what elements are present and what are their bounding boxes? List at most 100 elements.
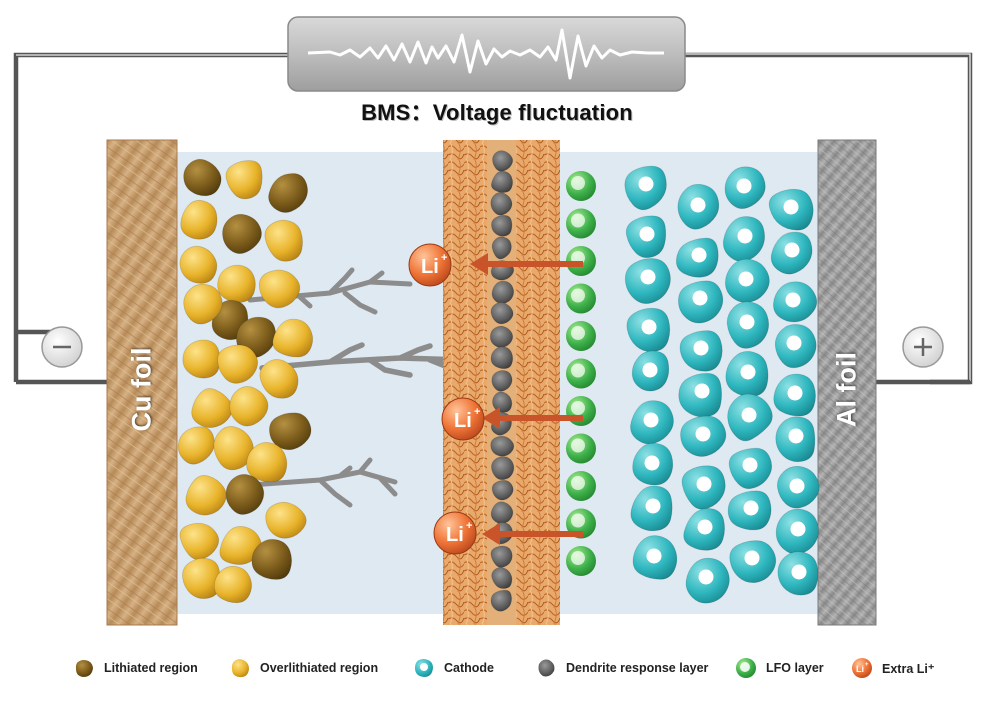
cathode-particle-core	[691, 247, 707, 263]
response-particle	[491, 236, 512, 260]
cathode-particle-core	[738, 271, 754, 287]
lfo-particle-highlight	[571, 438, 585, 453]
legend-item-dendrite-response: Dendrite response layer	[534, 652, 708, 684]
li-ion-2-label: Li	[454, 410, 472, 432]
li-ion-2-charge: +	[474, 406, 480, 418]
cathode-particle-core	[692, 290, 708, 306]
cathode-particle-group	[624, 165, 820, 604]
legend-label-extra-li: Extra Li⁺	[882, 661, 935, 676]
overlithiated-particle	[180, 199, 218, 240]
cathode-particle-core	[697, 519, 713, 535]
diagram-title: BMS：Voltage fluctuation	[361, 100, 633, 125]
cathode-particle-core	[791, 564, 807, 580]
legend-item-extra-li: Li+ Extra Li⁺	[850, 652, 934, 684]
cathode-particle-core	[737, 228, 753, 244]
overlithiated-particle	[265, 501, 307, 539]
li-arrowhead-3	[482, 523, 500, 545]
legend-item-lithiated: Lithiated region	[72, 652, 198, 684]
voltage-waveform	[307, 28, 664, 80]
legend-label-overlithiated: Overlithiated region	[260, 661, 379, 675]
cathode-particle-core	[640, 269, 656, 285]
li-ion-1: Li +	[408, 243, 452, 287]
cathode-particle-core	[785, 292, 801, 308]
cathode-particle-icon	[415, 659, 433, 677]
cathode-particle-core	[742, 457, 758, 473]
legend-label-cathode: Cathode	[444, 661, 494, 675]
overlithiated-particle	[246, 442, 288, 483]
cathode-particle-core	[743, 500, 759, 516]
cathode-particle-core	[645, 498, 661, 514]
legend-label-dendrite-response: Dendrite response layer	[566, 661, 709, 675]
cathode-particle-core	[695, 426, 711, 442]
li-ion-3-label: Li	[446, 524, 464, 546]
lithiated-particle	[183, 158, 222, 197]
overlithiated-particle	[185, 475, 227, 516]
legend-item-overlithiated: Overlithiated region	[228, 652, 378, 684]
overlithiated-particle	[179, 522, 220, 560]
lfo-particle-group	[566, 171, 596, 576]
overlithiated-particle	[217, 264, 256, 303]
overlithiated-particle	[229, 385, 269, 427]
overlithiated-particle	[183, 283, 223, 325]
lfo-particle-highlight	[571, 213, 585, 228]
response-particle	[490, 191, 513, 216]
response-particle	[491, 566, 513, 589]
response-particle	[490, 170, 513, 193]
li-arrowhead-2	[482, 407, 500, 429]
li-ion-3-charge: +	[466, 520, 472, 532]
dendrite-response-icon	[538, 659, 555, 677]
lithiated-particle-icon	[75, 660, 93, 677]
cathode-particle-core	[698, 569, 714, 585]
bms-monitor	[287, 16, 686, 92]
svg-text:+: +	[865, 662, 869, 668]
cathode-particle-core	[788, 428, 804, 444]
extra-li-icon: Li+	[852, 658, 872, 678]
cathode-particle-core	[741, 407, 757, 423]
response-particle	[492, 391, 513, 413]
li-ion-1-charge: +	[441, 252, 447, 264]
negative-terminal	[41, 326, 83, 368]
overlithiated-particle	[179, 245, 218, 284]
cathode-particle-core	[744, 550, 760, 566]
overlithiated-particle	[213, 565, 252, 604]
response-particle	[490, 435, 515, 457]
response-particle	[490, 301, 514, 325]
response-particle	[491, 370, 513, 392]
cathode-particle-core	[783, 199, 799, 215]
overlithiated-particle	[264, 219, 303, 262]
cathode-particle-core	[638, 176, 654, 192]
li-ion-2: Li +	[441, 397, 485, 441]
cathode-particle-core	[787, 385, 803, 401]
legend-item-cathode: Cathode	[412, 652, 494, 684]
lithiated-particle	[251, 538, 293, 580]
cathode-particle-core	[641, 319, 657, 335]
cathode-particle-core	[643, 412, 659, 428]
lfo-particle-highlight	[571, 476, 585, 490]
response-particle	[491, 214, 513, 237]
response-particle	[491, 479, 514, 501]
response-particle	[490, 545, 513, 568]
response-particle	[490, 589, 512, 612]
lfo-particle-highlight	[571, 288, 585, 303]
legend: Lithiated region Overlithiated region Ca…	[60, 652, 960, 684]
lfo-particle-highlight	[571, 326, 585, 340]
response-particle	[490, 346, 514, 370]
lfo-particle-highlight	[571, 551, 585, 565]
cathode-particle-core	[646, 548, 662, 564]
cathode-particle-core	[739, 314, 755, 330]
response-particle	[491, 456, 515, 481]
cathode-particle-core	[644, 455, 660, 471]
positive-terminal	[902, 326, 944, 368]
svg-text:Li: Li	[856, 664, 864, 674]
overlithiated-particle	[177, 426, 215, 465]
cu-foil-label: Cu foil	[126, 347, 157, 432]
cu-foil	[106, 139, 178, 626]
cathode-particle-core	[786, 335, 802, 351]
cathode-particle-core	[690, 197, 706, 213]
li-ion-3: Li +	[433, 511, 477, 555]
overlithiated-particle	[259, 358, 299, 399]
cathode-particle-core	[693, 340, 709, 356]
al-foil	[817, 139, 877, 626]
lfo-particle-highlight	[571, 401, 585, 415]
